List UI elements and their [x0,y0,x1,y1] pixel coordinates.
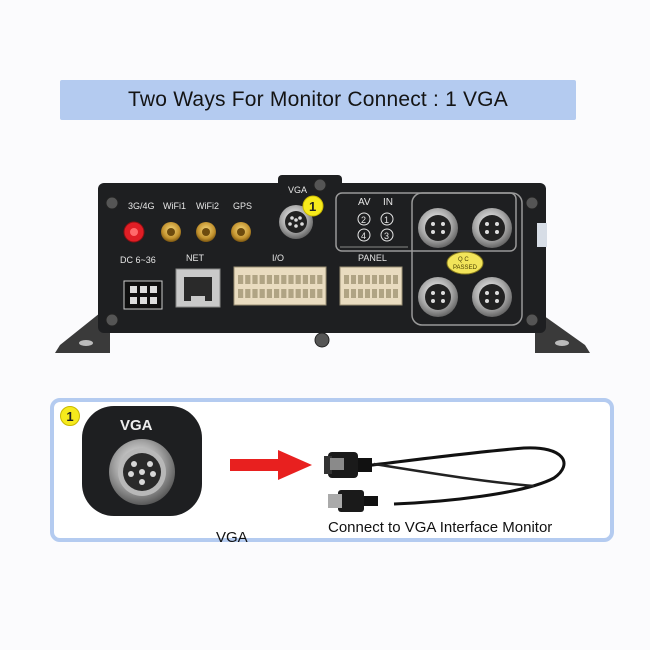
io-label: I/O [272,253,284,263]
monitor-caption: Connect to VGA Interface Monitor [328,519,553,536]
svg-text:1: 1 [309,199,316,214]
panel-label: PANEL [358,253,387,263]
antenna-label-gps: GPS [233,201,252,211]
channel-4: 4 [361,231,366,241]
svg-text:PASSED: PASSED [453,265,478,271]
channel-3: 3 [384,231,389,241]
antenna-label-3g4g: 3G/4G [128,201,155,211]
antenna-label-wifi2: WiFi2 [196,201,219,211]
antenna-label-wifi1: WiFi1 [163,201,186,211]
vga-connector-closeup: VGA [82,406,202,516]
detail-marker: 1 [60,406,80,426]
vga-detail-panel: 1 VGA VGA Connect to VGA Interface [50,398,614,546]
vga-caption: VGA [216,529,248,546]
av-label: AV [358,197,371,208]
channel-1: 1 [384,215,389,225]
vga-cable [324,446,566,512]
vga-marker [302,195,324,217]
power-label: DC 6~36 [120,255,156,265]
closeup-vga-label: VGA [120,417,153,434]
mdvr-device: 3G/4G WiFi1 WiFi2 GPS VGA 1 DC 6~36 NET … [55,175,590,353]
channel-2: 2 [361,215,366,225]
power-port [123,280,163,310]
svg-text:Q C: Q C [458,257,469,263]
right-bracket [535,313,590,353]
qc-passed-sticker [446,251,484,275]
left-bracket [55,313,110,353]
arrow-icon [230,450,312,480]
title-banner: Two Ways For Monitor Connect : 1 VGA [60,80,576,120]
banner-title: Two Ways For Monitor Connect : 1 VGA [128,88,508,111]
vga-port-label: VGA [288,185,307,195]
panel-port [339,266,403,306]
in-label: IN [383,197,393,208]
io-port [233,266,327,306]
net-label: NET [186,253,205,263]
av-in-connectors [418,208,512,317]
